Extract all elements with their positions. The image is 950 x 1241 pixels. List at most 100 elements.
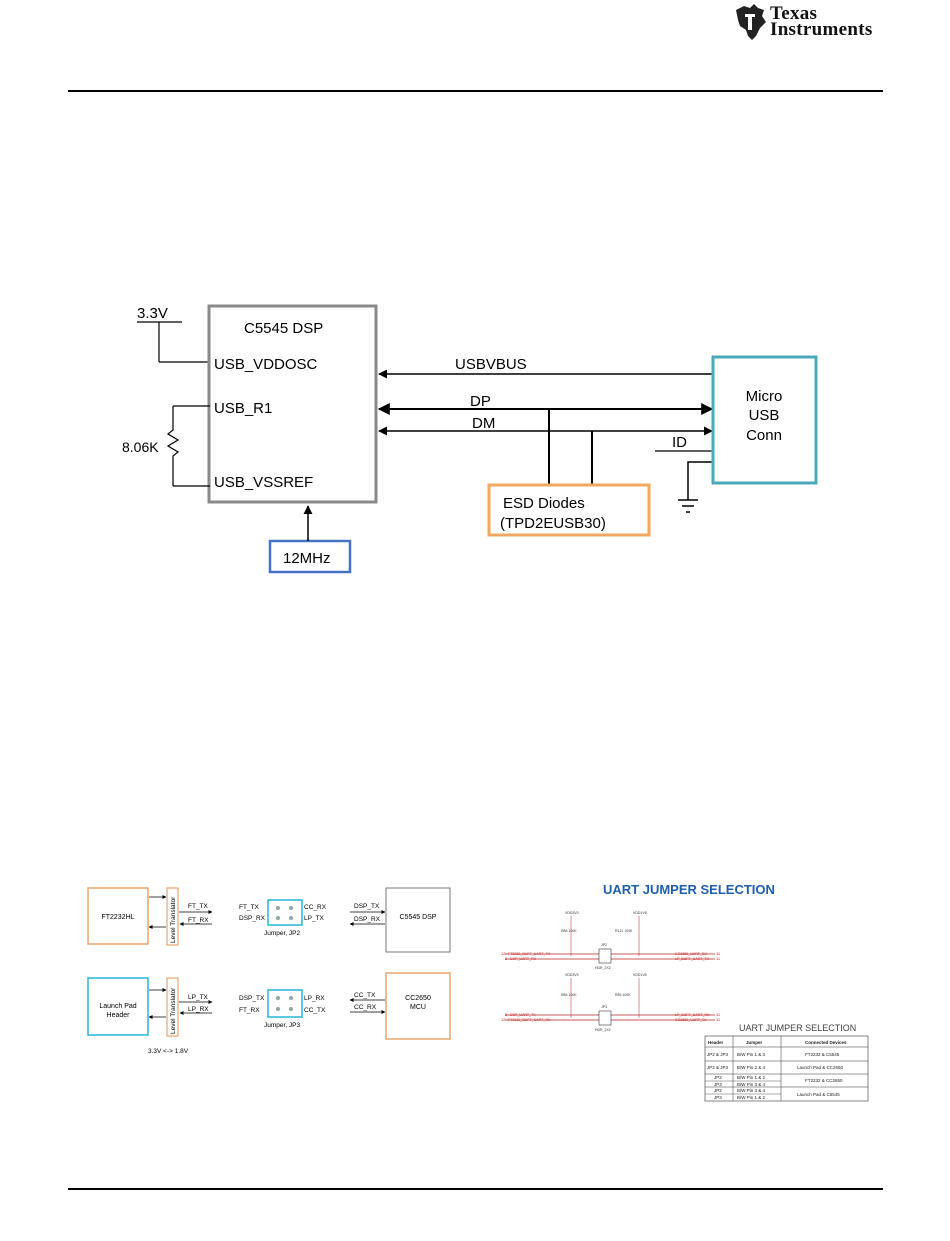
pin-mark-3: 11 xyxy=(716,951,721,956)
jumper-table: Header Jumper Connected Devices JP2 & JP… xyxy=(704,1035,869,1102)
jp3-pin-2 xyxy=(289,996,293,1000)
ft-tx-label: FT_TX xyxy=(188,903,209,910)
signal-id: ID xyxy=(672,434,687,451)
conn-line-1: Micro xyxy=(746,388,783,405)
dsp-box xyxy=(207,304,378,504)
cc-line-2: MCU xyxy=(410,1004,426,1011)
pin-vssref: USB_VSSREF xyxy=(214,474,313,491)
th-devices: Connected Devices xyxy=(805,1040,847,1045)
table-cell: JP3 xyxy=(714,1082,722,1087)
clock-box xyxy=(268,539,352,574)
esd-line-1: ESD Diodes xyxy=(503,495,585,512)
header-rule xyxy=(68,90,883,92)
table-cell: B/W Pin 2 & 4 xyxy=(737,1065,766,1070)
conn-line-3: Conn xyxy=(746,427,782,444)
lp-header-line-2: Header xyxy=(107,1012,131,1019)
level-translator-label-1: Level Translator xyxy=(170,896,177,943)
table-cell: Launch Pad & C5545 xyxy=(797,1092,840,1097)
table-cell: B/W Pin 3 & 4 xyxy=(737,1088,766,1093)
jp2-right-top: CC_RX xyxy=(304,904,327,911)
dsp-title: C5545 DSP xyxy=(244,320,323,337)
table-cell: JP2 xyxy=(714,1088,722,1093)
vdd-label-4: VDD1V8 xyxy=(633,973,647,977)
net3-right: LP_BUFF_UART_RX xyxy=(675,1013,710,1017)
table-cell: B/W Pin 1 & 3 xyxy=(737,1052,766,1057)
table-cell: JP2 & JP3 xyxy=(707,1065,729,1070)
th-header: Header xyxy=(708,1040,724,1045)
table-cell: FT2232 & C5545 xyxy=(805,1052,840,1057)
cc-line-1: CC2650 xyxy=(405,995,431,1002)
schematic-title: UART JUMPER SELECTION xyxy=(603,882,775,897)
jp3-left-bot: FT_RX xyxy=(239,1007,260,1014)
jp2-left-bot: DSP_RX xyxy=(239,915,266,922)
cc-rx-label: CC_RX xyxy=(354,1004,377,1011)
ground-wire xyxy=(687,461,714,500)
net2-right: LP_BUFF_UART_TX xyxy=(675,957,710,961)
table-cell: JP2 & JP3 xyxy=(707,1052,729,1057)
jp2-symbol xyxy=(598,948,612,964)
voltage-note: 3.3V <-> 1.8V xyxy=(148,1048,189,1055)
jp3-pin-3 xyxy=(276,1007,280,1011)
lp-rx-label: LP_RX xyxy=(188,1006,209,1013)
table-title: UART JUMPER SELECTION xyxy=(739,1023,856,1033)
esd-box xyxy=(487,483,651,537)
net4-left: FT2232_BUFF_UART_RX xyxy=(508,1018,551,1022)
logo-line-1: Texas xyxy=(770,3,818,24)
r-bot-right: R89 100K xyxy=(615,993,631,997)
table-cell: Launch Pad & CC2650 xyxy=(797,1065,844,1070)
level-translator-2 xyxy=(166,977,179,1037)
net1-left: FT2232_BUFF_UART_TX xyxy=(508,952,551,956)
conn-line-2: USB xyxy=(749,407,780,424)
jp3-caption: Jumper, JP3 xyxy=(264,1022,301,1029)
ti-logo xyxy=(730,0,885,42)
jp2-right-bot: LP_TX xyxy=(304,915,325,922)
table-cell: JP2 xyxy=(714,1075,722,1080)
table-cell: JP3 xyxy=(714,1095,722,1100)
table-cell: B/W Pin 1 & 2 xyxy=(737,1095,766,1100)
dsp-rx-label: DSP_RX xyxy=(354,916,381,923)
table-cell: B/W Pin 1 & 2 xyxy=(737,1075,766,1080)
pin-mark-7: 11 xyxy=(716,1012,721,1017)
vdd-label-2: VDD1V8 xyxy=(633,911,647,915)
jp3-hdr: HDR_2X2 xyxy=(595,1028,611,1032)
ft-rx-label: FT_RX xyxy=(188,917,209,924)
net4-right: CC2650_UART_TX xyxy=(675,1018,707,1022)
micro-usb-box xyxy=(711,355,818,485)
jp3-pin-4 xyxy=(289,1007,293,1011)
ti-state-icon xyxy=(736,4,766,40)
lp-header-box xyxy=(87,977,149,1036)
jp2-caption: Jumper, JP2 xyxy=(264,930,301,937)
ft-chip-label: FT2232HL xyxy=(101,914,134,921)
signal-dp: DP xyxy=(470,393,491,410)
footer-rule xyxy=(68,1188,883,1190)
jp2-left-top: FT_TX xyxy=(239,904,260,911)
table-cell: FT2232 & CC2650 xyxy=(805,1078,843,1083)
jp3-pin-1 xyxy=(276,996,280,1000)
dsp-box-small xyxy=(385,887,451,953)
jp2-pin-2 xyxy=(289,906,293,910)
jp3-symbol xyxy=(598,1010,612,1026)
jp2-hdr: HDR_2X2 xyxy=(595,966,611,970)
pin-mark-5: 8 xyxy=(505,1012,508,1017)
jp2-pin-4 xyxy=(289,916,293,920)
resistor-label: 8.06K xyxy=(122,439,159,455)
cc-tx-label: CC_TX xyxy=(354,992,376,999)
jp2-pin-1 xyxy=(276,906,280,910)
jp2-ref: JP2 xyxy=(601,943,607,947)
dsp-box-label: C5545 DSP xyxy=(400,914,437,921)
supply-label: 3.3V xyxy=(137,305,168,322)
jp2-pin-3 xyxy=(276,916,280,920)
signal-dm: DM xyxy=(472,415,495,432)
cc2650-box xyxy=(385,972,451,1040)
pin-mark-4: 11 xyxy=(716,956,721,961)
resistor-symbol xyxy=(166,406,180,486)
level-translator-label-2: Level Translator xyxy=(170,987,177,1034)
lp-tx-label: LP_TX xyxy=(188,994,209,1001)
uart-schematic: UART JUMPER SELECTION VDD3V3 R88 100K VD… xyxy=(501,882,869,1102)
net2-left: DSP_UART_RX xyxy=(510,957,537,961)
th-jumper: Jumper xyxy=(746,1040,763,1045)
vdd-label-3: VDD3V3 xyxy=(565,973,579,977)
table-cell: B/W Pin 3 & 4 xyxy=(737,1082,766,1087)
r-top-right: R121 100K xyxy=(615,929,633,933)
uart-block-diagram: FT2232HL Level Translator FT_TX FT_RX FT… xyxy=(87,887,451,1055)
